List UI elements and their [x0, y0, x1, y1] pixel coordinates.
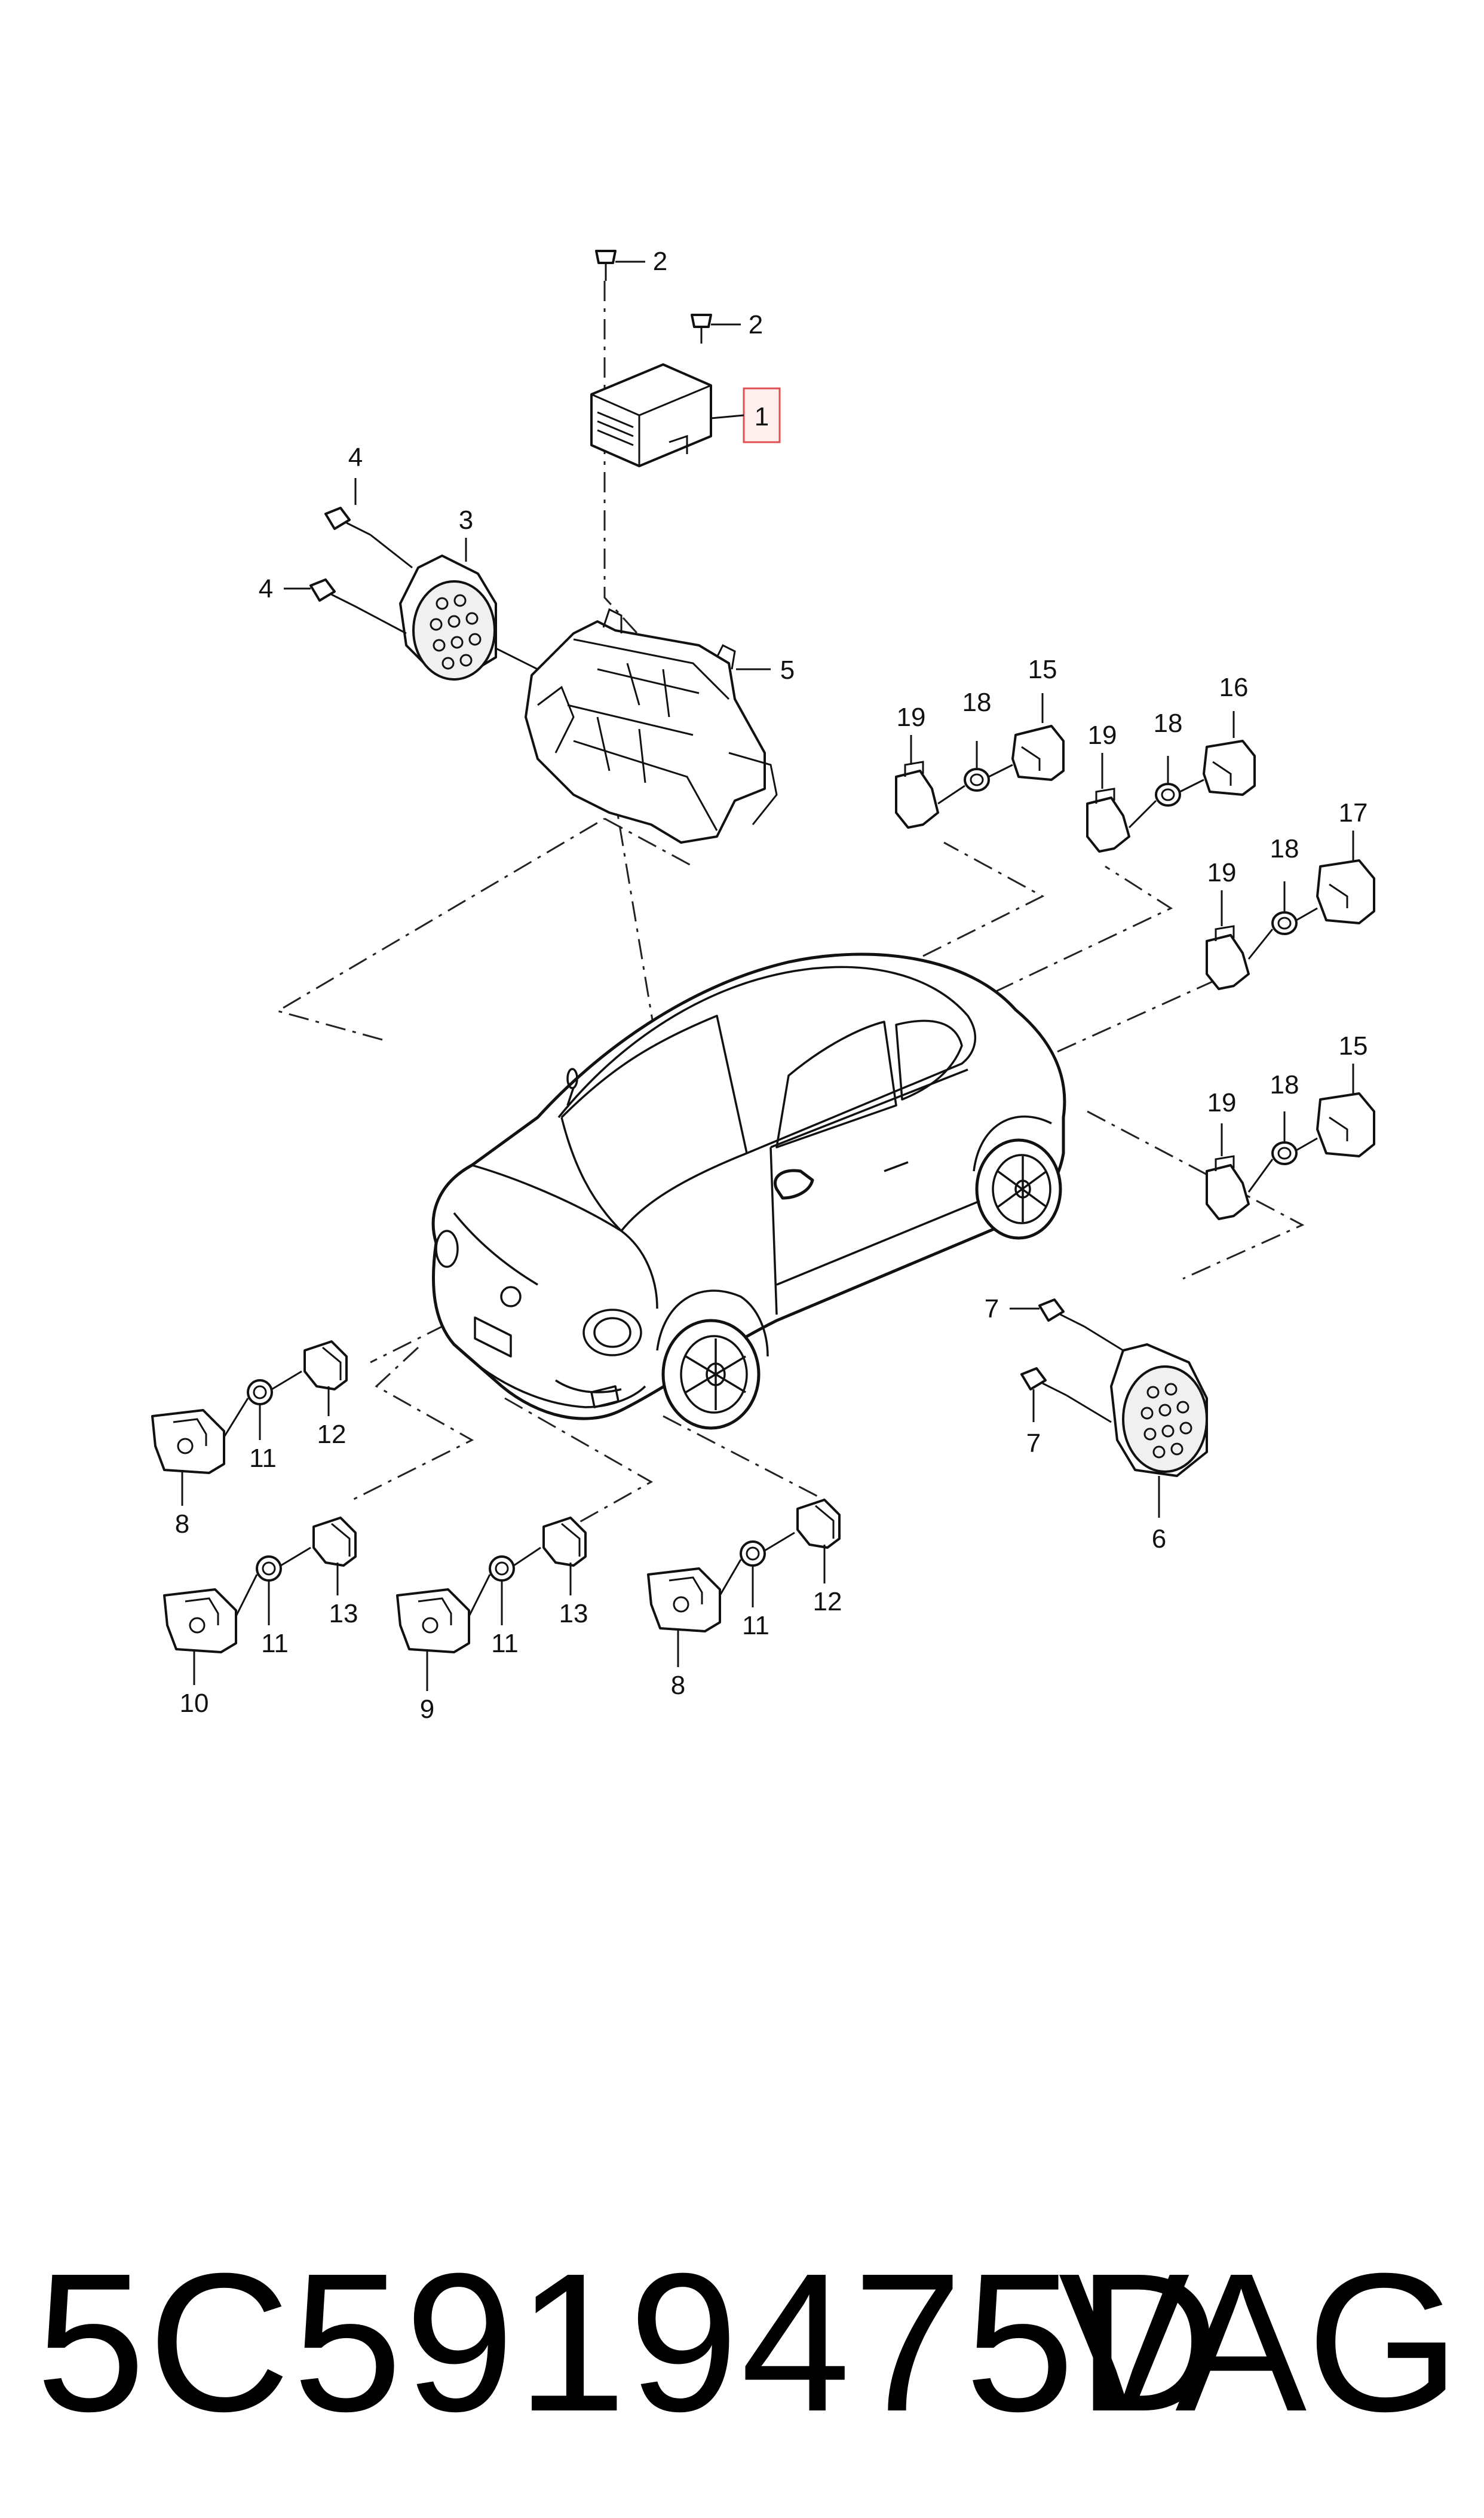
front-sensor-group-b [163, 1517, 357, 1685]
screw-part-4-lower [284, 578, 407, 635]
rear-sensor-group-b [1086, 711, 1256, 853]
assembly-lines [275, 281, 1305, 1525]
screw-part-2-top [595, 250, 645, 281]
callout-4-lower: 4 [259, 574, 273, 604]
callout-12-b: 12 [813, 1587, 842, 1616]
callout-8-upper: 8 [175, 1509, 189, 1539]
callout-5: 5 [780, 655, 795, 685]
callout-19-b: 19 [1088, 721, 1117, 750]
callout-13-b: 13 [559, 1599, 588, 1628]
callout-11-c: 11 [491, 1629, 519, 1658]
footer: 5C5919475D VAG [0, 2223, 1484, 2462]
callout-6: 6 [1152, 1524, 1166, 1554]
front-sensor-group-d [647, 1499, 841, 1667]
callout-7-upper: 7 [985, 1294, 999, 1324]
callout-4-upper: 4 [348, 443, 363, 472]
callout-16: 16 [1219, 673, 1249, 702]
rear-sensor-group-d [1206, 1064, 1375, 1220]
callout-12-a: 12 [317, 1420, 347, 1449]
screw-part-4-upper [324, 478, 413, 569]
callout-1: 1 [755, 402, 769, 431]
callout-11-b: 11 [261, 1629, 289, 1658]
part-number: 5C5919475D [36, 2232, 1222, 2452]
callout-18-d: 18 [1270, 1070, 1299, 1099]
callout-1-highlight [743, 387, 781, 443]
callout-13-a: 13 [329, 1599, 358, 1628]
callout-19-d: 19 [1207, 1088, 1237, 1117]
screw-part-7-lower [1020, 1367, 1112, 1423]
car-illustration [431, 952, 1066, 1430]
callout-labels: 1 2 2 3 4 4 5 6 7 7 8 8 9 10 11 11 11 11… [175, 247, 1368, 1724]
front-sensor-group-a [151, 1340, 348, 1506]
screw-part-2-right [691, 314, 741, 344]
speaker-part-3 [399, 538, 538, 681]
callout-19-c: 19 [1207, 858, 1237, 887]
callout-2-right: 2 [749, 310, 763, 339]
callout-18-c: 18 [1270, 834, 1299, 863]
callout-17: 17 [1339, 798, 1368, 828]
rear-sensor-group-c [1206, 831, 1375, 990]
callout-18-b: 18 [1154, 709, 1183, 738]
callout-7-lower: 7 [1026, 1429, 1041, 1458]
callout-9: 9 [420, 1695, 434, 1724]
callout-2-top: 2 [653, 247, 667, 276]
control-unit-part-1 [590, 363, 781, 467]
callout-10: 10 [180, 1689, 209, 1718]
callout-19-a: 19 [897, 703, 926, 732]
speaker-part-6 [1110, 1343, 1208, 1518]
callout-3: 3 [459, 506, 473, 535]
callout-8-lower: 8 [671, 1671, 685, 1700]
callout-15-a: 15 [1028, 655, 1057, 684]
brand-name: VAG [1058, 2232, 1460, 2452]
callout-11-d: 11 [742, 1611, 769, 1640]
bracket-part-5 [525, 608, 778, 844]
screw-part-7-upper [1010, 1298, 1124, 1352]
callout-15-b: 15 [1339, 1031, 1368, 1061]
callout-18-a: 18 [962, 688, 992, 717]
callout-11-a: 11 [249, 1444, 277, 1473]
front-sensor-group-c [396, 1517, 587, 1691]
rear-sensor-group-a [895, 693, 1065, 829]
